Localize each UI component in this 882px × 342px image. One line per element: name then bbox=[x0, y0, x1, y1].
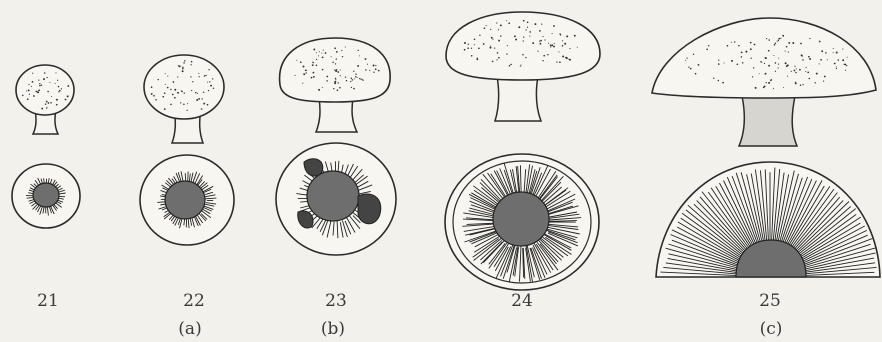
stage-25-gill-view bbox=[656, 162, 880, 277]
stage-23-mushroom bbox=[280, 38, 391, 132]
stage-24-number: 24 bbox=[511, 291, 533, 311]
stage-25-number: 25 bbox=[759, 291, 781, 311]
stage-21-mushroom bbox=[16, 65, 74, 134]
stage-23-number: 23 bbox=[325, 291, 347, 311]
stage-25-mushroom bbox=[652, 18, 876, 146]
group-label-a: (a) bbox=[178, 319, 201, 339]
stage-23-gill-view bbox=[276, 143, 396, 255]
group-label-c: (c) bbox=[760, 319, 783, 339]
stage-22-gill-view bbox=[140, 155, 234, 245]
stage-21-number: 21 bbox=[37, 291, 59, 311]
stage-24-gill-view bbox=[445, 154, 599, 290]
stage-22-number: 22 bbox=[183, 291, 205, 311]
stage-22-mushroom bbox=[144, 55, 224, 143]
stage-24-mushroom bbox=[446, 12, 600, 121]
stage-21-gill-view bbox=[12, 164, 80, 228]
group-label-b: (b) bbox=[321, 319, 345, 339]
